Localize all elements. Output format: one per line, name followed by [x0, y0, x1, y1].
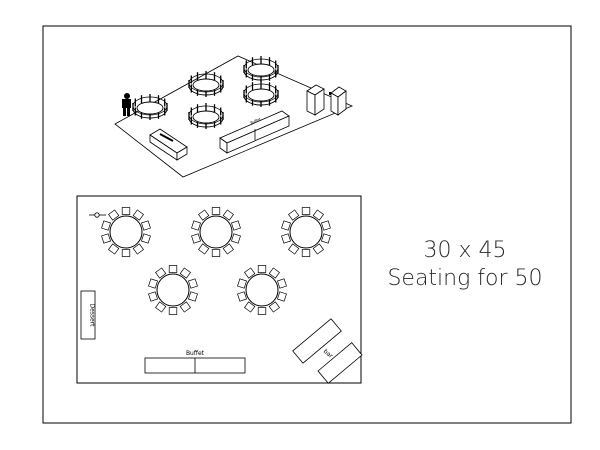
chair-icon [281, 220, 291, 231]
perspective-dessert-table [149, 128, 188, 161]
chair-icon [108, 243, 120, 255]
chair-icon [168, 307, 178, 315]
chair-icon [321, 220, 331, 231]
dessert-label: Dessert [89, 303, 96, 327]
perspective-buffet-label: Buffet [250, 117, 262, 125]
caption: 30 x 45 Seating for 50 [387, 238, 542, 291]
round-table-icon [199, 215, 233, 249]
microphone-icon [89, 212, 106, 218]
round-table-5 [237, 265, 287, 315]
chair-icon [237, 278, 247, 289]
chair-icon [148, 278, 158, 289]
chair-icon [277, 291, 287, 302]
chair-icon [288, 243, 300, 255]
chair-icon [108, 209, 120, 221]
buffet-label: Buffet [186, 350, 205, 357]
perspective-view: Buffet [114, 55, 354, 178]
chair-icon [198, 209, 210, 221]
chair-icon [244, 267, 256, 279]
perspective-table-5 [188, 103, 224, 129]
dessert-table: Dessert [80, 290, 96, 340]
chair-icon [132, 243, 144, 255]
chair-icon [191, 220, 201, 231]
chair-icon [312, 243, 324, 255]
chair-icon [231, 233, 241, 244]
chair-icon [268, 267, 280, 279]
chair-icon [121, 249, 131, 257]
perspective-table-3 [243, 56, 279, 82]
chair-icon [191, 233, 201, 244]
bar-table-2 [317, 342, 363, 384]
chair-icon [257, 265, 267, 273]
chair-icon [268, 301, 280, 313]
chair-icon [321, 233, 331, 244]
chair-icon [277, 278, 287, 289]
caption-seating: Seating for 50 [387, 266, 542, 291]
chair-icon [188, 278, 198, 289]
chair-icon [301, 249, 311, 257]
dj-figure-icon [122, 93, 131, 116]
floor-plan-outline [76, 195, 362, 384]
round-table-icon [247, 88, 275, 102]
chair-icon [179, 301, 191, 313]
round-table-icon [192, 110, 220, 124]
chair-icon [231, 220, 241, 231]
chair-icon [301, 207, 311, 215]
sheet-border [42, 25, 572, 424]
chair-icon [155, 301, 167, 313]
floor-plan-view: Dessert Buffet bar [76, 195, 363, 384]
caption-dimensions: 30 x 45 [424, 238, 507, 263]
round-table-1 [101, 207, 151, 257]
chair-icon [141, 233, 151, 244]
chair-icon [188, 291, 198, 302]
chair-icon [222, 209, 234, 221]
bar-table-1 [292, 318, 342, 364]
chair-icon [179, 267, 191, 279]
perspective-buffet-table: Buffet [219, 110, 290, 154]
chair-icon [211, 207, 221, 215]
chair-icon [211, 249, 221, 257]
plan-tables [101, 207, 331, 315]
round-table-2 [191, 207, 241, 257]
round-table-icon [289, 215, 323, 249]
chair-icon [141, 220, 151, 231]
chair-icon [312, 209, 324, 221]
round-table-3 [281, 207, 331, 257]
round-table-icon [136, 101, 164, 115]
chair-icon [168, 265, 178, 273]
chair-icon [101, 233, 111, 244]
perspective-table-4 [243, 81, 279, 107]
round-table-icon [247, 63, 275, 77]
chair-icon [121, 207, 131, 215]
perspective-table-2 [188, 71, 224, 97]
bar-label: bar [322, 348, 335, 360]
chair-icon [237, 291, 247, 302]
perspective-bar-2 [330, 86, 347, 116]
round-table-icon [192, 78, 220, 92]
perspective-tables [132, 56, 279, 129]
chair-icon [198, 243, 210, 255]
chair-icon [281, 233, 291, 244]
chair-icon [155, 267, 167, 279]
chair-icon [101, 220, 111, 231]
perspective-table-1 [132, 94, 168, 120]
chair-icon [222, 243, 234, 255]
chair-icon [288, 209, 300, 221]
chair-icon [132, 209, 144, 221]
chair-icon [244, 301, 256, 313]
round-table-4 [148, 265, 198, 315]
chair-icon [148, 291, 158, 302]
round-table-icon [156, 273, 190, 307]
perspective-bar-1 [306, 84, 325, 116]
round-table-icon [109, 215, 143, 249]
buffet-table: Buffet [144, 350, 246, 374]
round-table-icon [245, 273, 279, 307]
chair-icon [257, 307, 267, 315]
